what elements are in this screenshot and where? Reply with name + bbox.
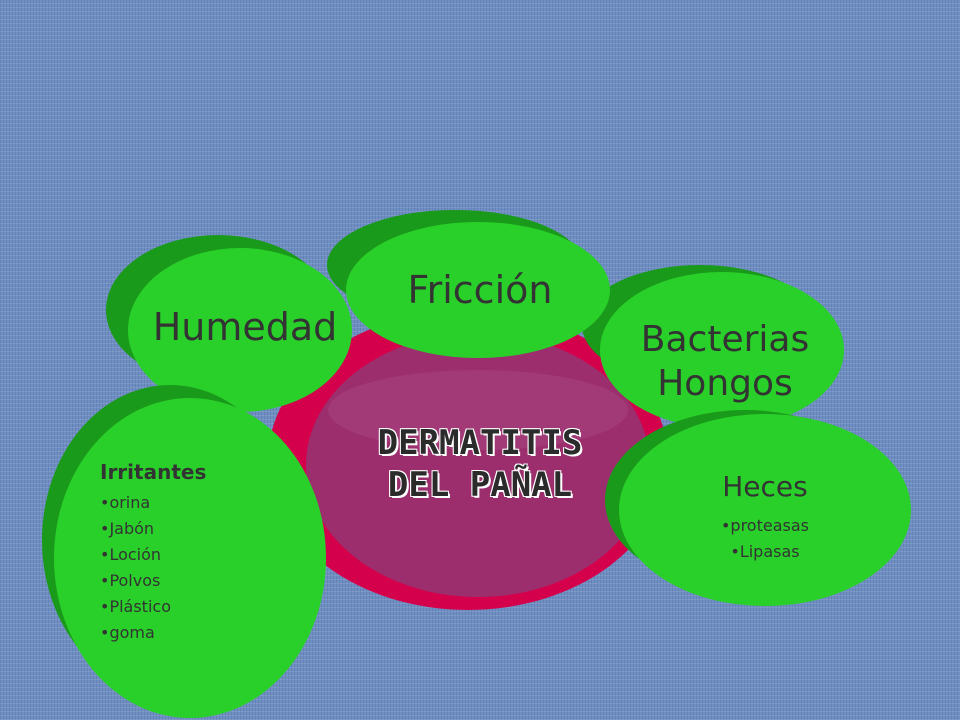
- irritantes-list: orina Jabón Loción Polvos Plástico goma: [100, 490, 300, 646]
- list-item: Polvos: [100, 568, 300, 594]
- list-item: Plástico: [100, 594, 300, 620]
- list-item: proteasas: [650, 513, 880, 539]
- center-title-line-2: DEL PAÑAL: [387, 465, 573, 505]
- irritantes-title: Irritantes: [100, 460, 207, 484]
- heces-list: proteasas Lipasas: [650, 513, 880, 565]
- humedad-bubble: [128, 248, 352, 412]
- bacterias-label-line: Bacterias: [640, 319, 810, 360]
- list-item: Lipasas: [650, 539, 880, 565]
- friccion-bubble: [346, 222, 610, 358]
- center-shape: [306, 333, 650, 597]
- center-shape-highlight: [328, 370, 628, 450]
- humedad-label: Humedad: [152, 305, 338, 349]
- list-item: Loción: [100, 542, 300, 568]
- list-item: goma: [100, 620, 300, 646]
- bacterias-bubble: [600, 272, 844, 428]
- bacterias-label: Bacterias Hongos: [605, 318, 845, 406]
- heces-title: Heces: [722, 470, 808, 503]
- hongos-label-line: Hongos: [657, 363, 793, 404]
- friccion-label: Fricción: [407, 268, 553, 312]
- list-item: Jabón: [100, 516, 300, 542]
- heces-label: Heces proteasas Lipasas: [650, 470, 880, 565]
- center-title: DERMATITIS DEL PAÑAL: [280, 422, 680, 506]
- list-item: orina: [100, 490, 300, 516]
- irritantes-label: Irritantes orina Jabón Loción Polvos Plá…: [100, 460, 300, 646]
- center-title-line-1: DERMATITIS: [377, 423, 583, 463]
